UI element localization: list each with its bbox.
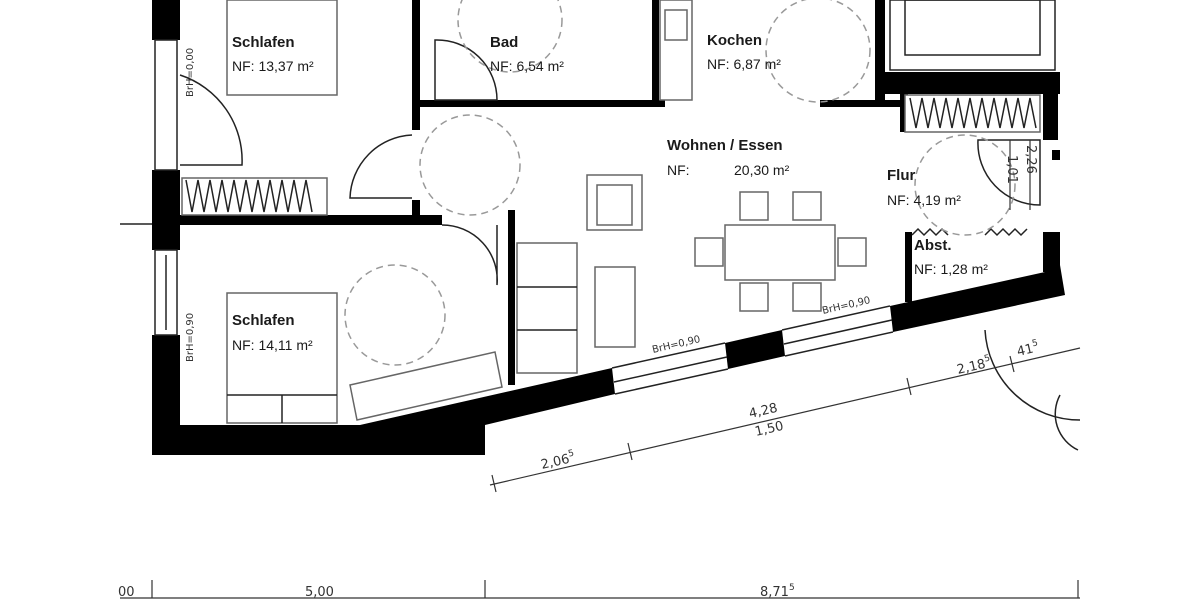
coffee-table <box>594 266 636 348</box>
dim-diag-a: 2,065 <box>539 449 577 473</box>
room-name-hall: Flur <box>887 167 915 184</box>
window-label-diag-1: BrH=0,90 <box>651 334 701 356</box>
windows <box>120 39 894 395</box>
room-name-bedroom-top: Schlafen <box>232 34 295 51</box>
room-name-bath: Bad <box>490 34 518 51</box>
dim-bottom-partial: 00 <box>118 585 135 600</box>
furniture <box>226 0 867 424</box>
dimension-lines <box>120 140 1081 599</box>
doors <box>179 39 1081 451</box>
dim-diag-b-top: 4,28 <box>748 401 780 422</box>
room-area-hall: NF: 4,19 m² <box>887 192 961 208</box>
wardrobes <box>181 94 1041 421</box>
dim-bottom-2: 8,715 <box>760 583 795 600</box>
window-label-left-bottom: BrH=0,90 <box>185 313 196 362</box>
room-area-kitchen: NF: 6,87 m² <box>707 56 781 72</box>
cabinet-inner <box>904 0 1041 56</box>
room-name-kitchen: Kochen <box>707 32 762 49</box>
walls <box>152 0 1065 455</box>
room-area-label-living: NF: <box>667 162 690 178</box>
bed-top <box>226 0 338 96</box>
room-area-living: 20,30 m² <box>734 162 790 178</box>
room-area-bedroom-top: NF: 13,37 m² <box>232 58 314 74</box>
turning-circles <box>344 0 1016 366</box>
dim-hall-1: 1,01 <box>1004 155 1019 184</box>
room-name-storage: Abst. <box>914 237 952 254</box>
window-label-left-top: BrH=0,00 <box>185 48 196 97</box>
dim-bottom-1: 5,00 <box>305 585 334 600</box>
room-area-bedroom-bottom: NF: 14,11 m² <box>232 337 313 353</box>
dim-hall-2: 2,26 <box>1023 145 1038 174</box>
window-label-diag-2: BrH=0,90 <box>821 295 871 317</box>
dim-diag-d: 415 <box>1015 338 1041 360</box>
cabinet-top-right <box>889 0 1056 71</box>
room-area-bath: NF: 6,54 m² <box>490 58 564 74</box>
dim-diag-b-bottom: 1,50 <box>754 419 786 440</box>
sofa <box>516 242 578 374</box>
room-name-living: Wohnen / Essen <box>667 137 783 154</box>
dim-diag-c: 2,185 <box>955 354 993 378</box>
room-name-bedroom-bottom: Schlafen <box>232 312 295 329</box>
room-area-storage: NF: 1,28 m² <box>914 261 988 277</box>
dining-table <box>724 224 836 281</box>
